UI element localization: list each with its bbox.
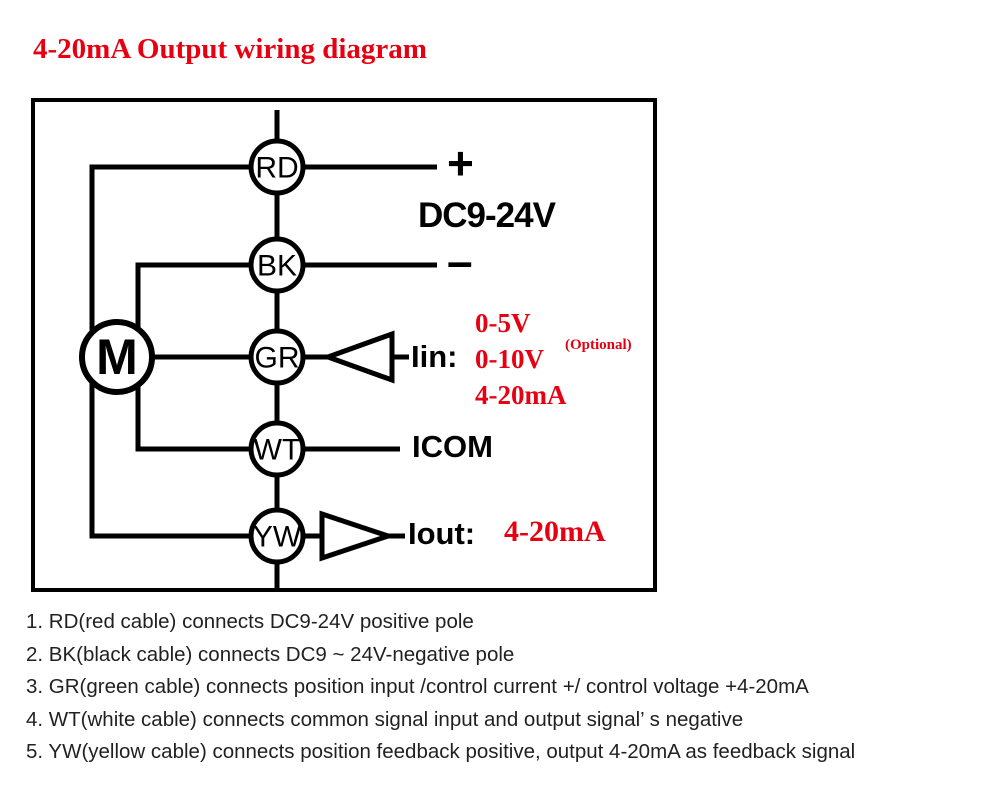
terminal-rd: RD bbox=[248, 138, 306, 196]
note-item: 1. RD(red cable) connects DC9-24V positi… bbox=[26, 610, 474, 633]
terminal-label: GR bbox=[255, 342, 300, 375]
terminal-circle bbox=[248, 328, 306, 386]
input-signal-label: Iin: bbox=[411, 339, 458, 374]
icom-label: ICOM bbox=[412, 429, 493, 464]
input-signal-options: 0-5V 0-10V 4-20mA bbox=[475, 310, 566, 409]
note-item: 5. YW(yellow cable) connects position fe… bbox=[26, 740, 856, 763]
output-signal-label: Iout: bbox=[408, 516, 476, 551]
terminal-label: BK bbox=[257, 250, 297, 283]
terminal-circle bbox=[248, 236, 306, 294]
motor-label: M bbox=[96, 329, 138, 385]
dc-positive-symbol: + bbox=[447, 137, 474, 189]
dc-negative-symbol: – bbox=[447, 235, 473, 287]
terminal-circle bbox=[248, 420, 306, 478]
terminal-bk: BK bbox=[248, 236, 306, 294]
note-item: 3. GR(green cable) connects position inp… bbox=[26, 675, 809, 698]
note-item: 4. WT(white cable) connects common signa… bbox=[26, 707, 744, 731]
dc-voltage-range-label: DC9-24V bbox=[418, 196, 556, 235]
output-arrow-icon bbox=[319, 510, 396, 562]
input-arrow-icon bbox=[320, 330, 395, 384]
terminal-yw: YW bbox=[248, 507, 306, 565]
terminal-gr: GR bbox=[248, 328, 306, 386]
terminal-label: WT bbox=[254, 434, 301, 467]
terminal-label: RD bbox=[255, 152, 298, 185]
page-title: 4-20mA Output wiring diagram bbox=[33, 33, 427, 65]
terminal-wt: WT bbox=[248, 420, 306, 478]
note-item: 2. BK(black cable) connects DC9 ~ 24V-ne… bbox=[26, 642, 515, 666]
terminal-label: YW bbox=[253, 521, 302, 554]
terminal-circle bbox=[248, 138, 306, 196]
terminal-circle bbox=[248, 507, 306, 565]
motor-symbol bbox=[79, 319, 155, 395]
input-option: 0-10V bbox=[475, 344, 544, 374]
input-option: 4-20mA bbox=[475, 380, 567, 410]
enclosure-box bbox=[31, 98, 657, 592]
output-signal-value: 4-20mA bbox=[504, 515, 606, 548]
notes-list: 1. RD(red cable) connects DC9-24V positi… bbox=[26, 610, 986, 775]
optional-note: (Optional) bbox=[565, 337, 632, 353]
wiring-schematic: M RD BK GR WT YW bbox=[31, 98, 657, 592]
input-option: 0-5V bbox=[475, 308, 531, 338]
